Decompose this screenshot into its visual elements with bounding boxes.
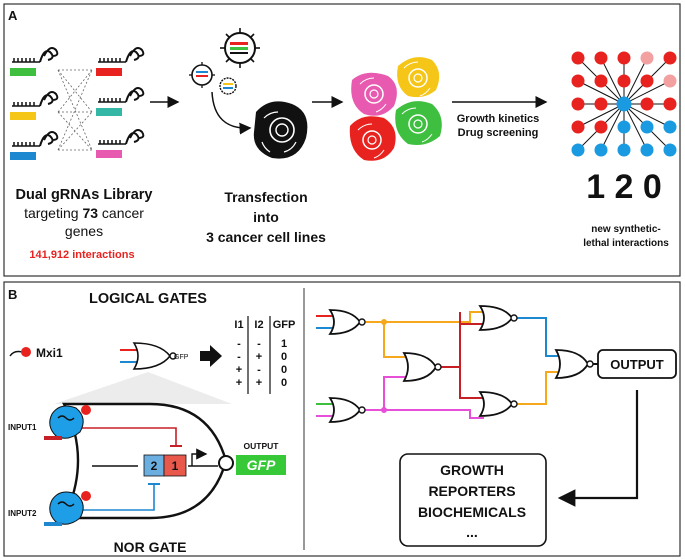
mxi1-icon xyxy=(9,347,31,357)
library-title: Dual gRNAs Library xyxy=(16,187,153,203)
zoom-cone xyxy=(54,372,232,404)
truth-cell: + xyxy=(256,351,262,363)
panel-b-frame xyxy=(3,281,681,557)
new-sl-line-2: lethal interactions xyxy=(583,238,669,249)
transfection-line-3: 3 cancer cell lines xyxy=(206,229,326,245)
gfp-output-label: GFP xyxy=(247,457,276,473)
transfection-line-2: into xyxy=(253,209,279,225)
nor-gate-3 xyxy=(402,352,442,382)
promoter-box-2-label: 2 xyxy=(151,459,158,473)
nor-gate-5 xyxy=(478,391,518,417)
dcas9-input1-icon xyxy=(44,405,91,440)
library-subtitle: targeting 73 cancer xyxy=(24,205,144,221)
readout-reporters: REPORTERS xyxy=(428,483,515,499)
arrow-to-truth-table xyxy=(200,345,222,367)
virus-small-icon-2 xyxy=(219,77,237,95)
pairing-lines xyxy=(57,69,93,151)
panel-b-label: B xyxy=(8,287,17,302)
junction-dot-magenta xyxy=(381,407,387,413)
truth-table: I1 I2 GFP - - 1 - + 0 + - 0 + + 0 xyxy=(234,316,295,394)
panel-a-label: A xyxy=(8,8,18,23)
readouts-box xyxy=(399,453,547,547)
grna-cassette-green xyxy=(10,47,59,76)
nor-gate-2 xyxy=(328,397,366,423)
drug-screening-label: Drug screening xyxy=(458,127,539,139)
junction-dot-orange xyxy=(381,319,387,325)
nor-gate-final xyxy=(554,349,594,379)
arrow-virus-to-cell xyxy=(211,91,252,135)
grna-cassette-yellow xyxy=(10,91,59,120)
nor-gate-label: NOR GATE xyxy=(114,539,187,555)
virus-small-icon-1 xyxy=(189,62,215,88)
small-gfp-label: GFP xyxy=(174,354,189,361)
small-nor-gate xyxy=(120,342,177,370)
readout-ellipsis: ... xyxy=(466,524,478,540)
cancer-cell-lines-icon xyxy=(349,57,442,161)
truth-cell: 0 xyxy=(281,364,287,376)
nor-gate-4 xyxy=(478,305,518,331)
new-sl-line-1: new synthetic- xyxy=(591,224,660,235)
readout-growth: GROWTH xyxy=(440,462,504,478)
truth-cell: - xyxy=(237,351,241,363)
logical-gates-title: LOGICAL GATES xyxy=(89,291,207,307)
transfection-line-1: Transfection xyxy=(224,189,307,205)
interactions-count: 141,912 interactions xyxy=(29,249,134,261)
nor-gate-1 xyxy=(328,309,366,335)
truth-cell: 1 xyxy=(281,338,287,350)
grna-cassette-pink xyxy=(96,129,145,158)
grna-cassette-red xyxy=(96,47,145,76)
output-small-label: OUTPUT xyxy=(244,441,280,451)
mxi1-label: Mxi1 xyxy=(36,346,63,360)
input1-label: INPUT1 xyxy=(8,423,37,432)
truth-cell: + xyxy=(236,364,242,376)
dcas9-input2-icon xyxy=(44,491,91,526)
readout-biochemicals: BIOCHEMICALS xyxy=(418,504,526,520)
panel-a-frame xyxy=(3,3,681,277)
grna-cassette-teal xyxy=(96,87,145,116)
truth-header-i1: I1 xyxy=(234,319,243,331)
truth-cell: 0 xyxy=(281,377,287,389)
big-number-120: 1 2 0 xyxy=(586,168,662,206)
truth-header-gfp: GFP xyxy=(273,319,296,331)
nor-gate-schematic xyxy=(62,402,234,520)
arrow-output-to-readouts xyxy=(557,390,639,507)
truth-cell: + xyxy=(256,377,262,389)
gfp-output-box xyxy=(236,455,286,475)
truth-cell: 0 xyxy=(281,351,287,363)
grna-library-left xyxy=(10,47,59,160)
truth-cell: - xyxy=(257,364,261,376)
library-subtitle-genes: genes xyxy=(65,223,103,239)
interaction-network xyxy=(571,51,677,157)
output-box-label: OUTPUT xyxy=(610,357,664,372)
grna-library-right xyxy=(96,47,145,158)
transfected-cell-icon xyxy=(253,101,308,159)
input2-label: INPUT2 xyxy=(8,509,37,518)
truth-cell: + xyxy=(236,377,242,389)
grna-cassette-blue xyxy=(10,131,59,160)
lentivirus-icons xyxy=(189,28,260,95)
logic-circuit xyxy=(316,311,598,419)
output-box xyxy=(597,349,677,379)
truth-header-i2: I2 xyxy=(254,319,263,331)
virus-large-icon xyxy=(220,28,260,68)
truth-cell: - xyxy=(237,338,241,350)
truth-cell: - xyxy=(257,338,261,350)
growth-kinetics-label: Growth kinetics xyxy=(457,113,540,125)
promoter-box-1-label: 1 xyxy=(172,459,179,473)
